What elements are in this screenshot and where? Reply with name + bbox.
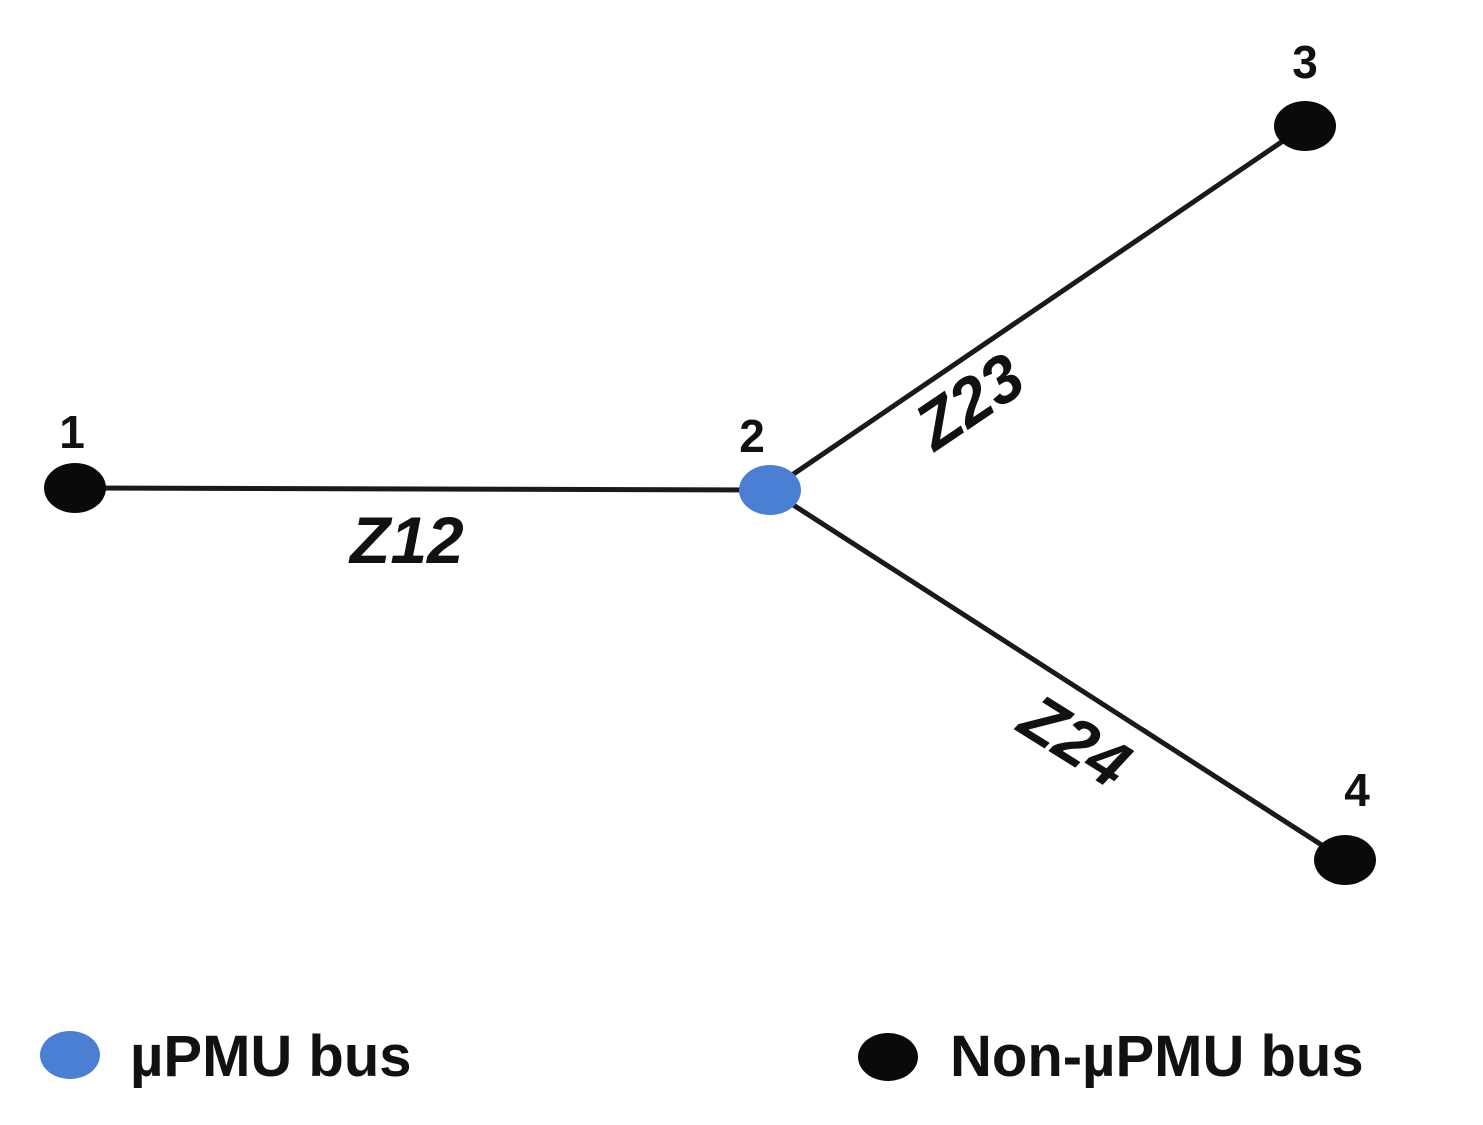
bus-label-1: 1 [59,406,85,458]
line-1-2 [72,485,773,493]
bus-node-1 [44,463,106,513]
bus-label-2: 2 [739,410,765,462]
bus-node-4 [1314,835,1376,885]
line-label-z23: Z23 [900,339,1037,465]
line-label-z24: Z24 [1006,678,1143,802]
bus-node-3 [1274,101,1336,151]
legend-non-upmu-marker [858,1033,918,1081]
bus-label-3: 3 [1292,36,1318,88]
legend: µPMU bus Non-µPMU bus [40,1024,1364,1089]
bus-label-4: 4 [1344,764,1370,816]
bus-node-2 [739,465,801,515]
line-label-z12: Z12 [348,503,464,577]
line-2-4 [767,487,1348,863]
legend-upmu-label: µPMU bus [130,1024,412,1089]
legend-upmu-marker [40,1031,100,1079]
line-2-3 [767,123,1308,493]
legend-non-upmu-label: Non-µPMU bus [950,1024,1364,1089]
